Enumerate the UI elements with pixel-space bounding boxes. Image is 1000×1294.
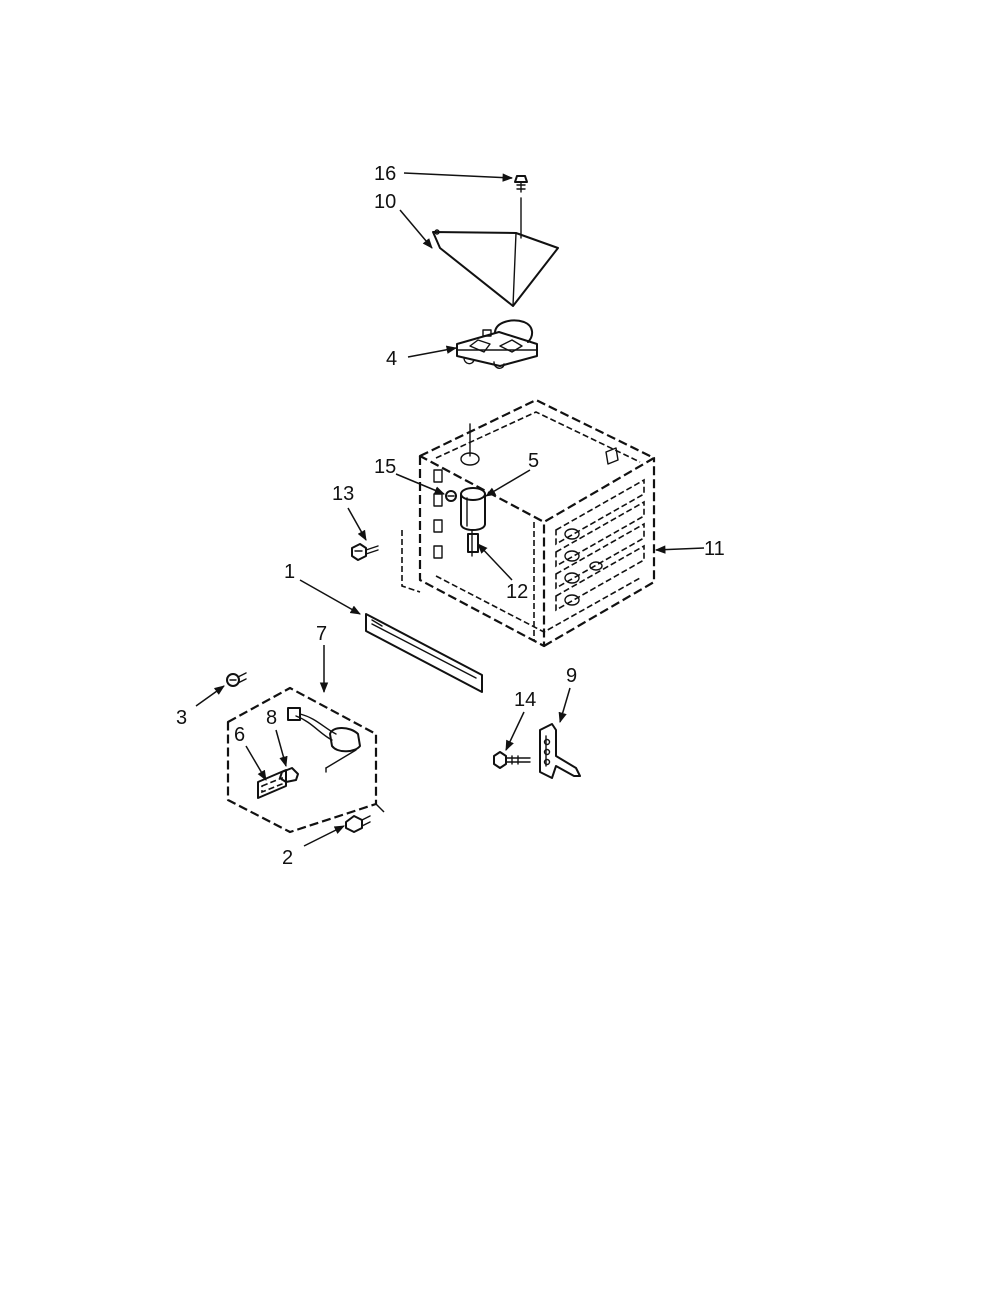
leader-12	[477, 543, 513, 581]
part-13-screw	[351, 543, 379, 561]
part-7-housing	[226, 686, 378, 834]
leader-13	[347, 507, 367, 541]
callout-4: 4	[386, 348, 397, 370]
callout-16: 16	[374, 163, 396, 185]
leader-3	[195, 685, 225, 707]
callout-8: 8	[266, 707, 277, 729]
part-9-bracket	[539, 723, 581, 779]
callout-15: 15	[374, 456, 396, 478]
callout-labels: 16 10 4 5 15 13 11 12 1 7 9 14 3 8 6 2	[176, 163, 725, 869]
callout-5: 5	[528, 450, 539, 472]
part-15-screw	[445, 490, 457, 502]
callout-6: 6	[234, 724, 245, 746]
leader-6	[245, 745, 267, 781]
part-3-screw	[226, 672, 247, 687]
part-12-socket	[467, 529, 479, 557]
callout-13: 13	[332, 483, 354, 505]
part-6-plate	[257, 769, 287, 799]
callout-2: 2	[282, 847, 293, 869]
leader-16	[403, 172, 514, 182]
callout-9: 9	[566, 665, 577, 687]
leader-lines	[195, 172, 705, 847]
leader-10	[399, 209, 433, 249]
leader-8	[275, 729, 288, 768]
leader-11	[654, 545, 705, 554]
callout-10: 10	[374, 191, 396, 213]
part-11-oven-cavity	[401, 398, 656, 648]
leader-5	[485, 469, 531, 497]
leader-14	[505, 711, 525, 751]
leader-2	[303, 825, 345, 847]
leader-15	[395, 473, 445, 495]
part-4-switch-assembly	[456, 319, 538, 369]
leader-4	[407, 345, 458, 358]
callout-11: 11	[704, 538, 725, 560]
callout-14: 14	[514, 689, 536, 711]
leader-9	[558, 687, 571, 724]
part-2-screw	[345, 803, 385, 833]
leader-1	[299, 579, 361, 615]
part-16-screw	[514, 175, 528, 239]
part-10-plate	[432, 229, 559, 307]
callout-3: 3	[176, 707, 187, 729]
part-14-screw	[493, 751, 531, 769]
callout-1: 1	[284, 561, 295, 583]
callout-7: 7	[316, 623, 327, 645]
part-1-trim-strip	[365, 613, 483, 693]
callout-12: 12	[506, 581, 528, 603]
part-5-cylinder	[460, 487, 486, 531]
